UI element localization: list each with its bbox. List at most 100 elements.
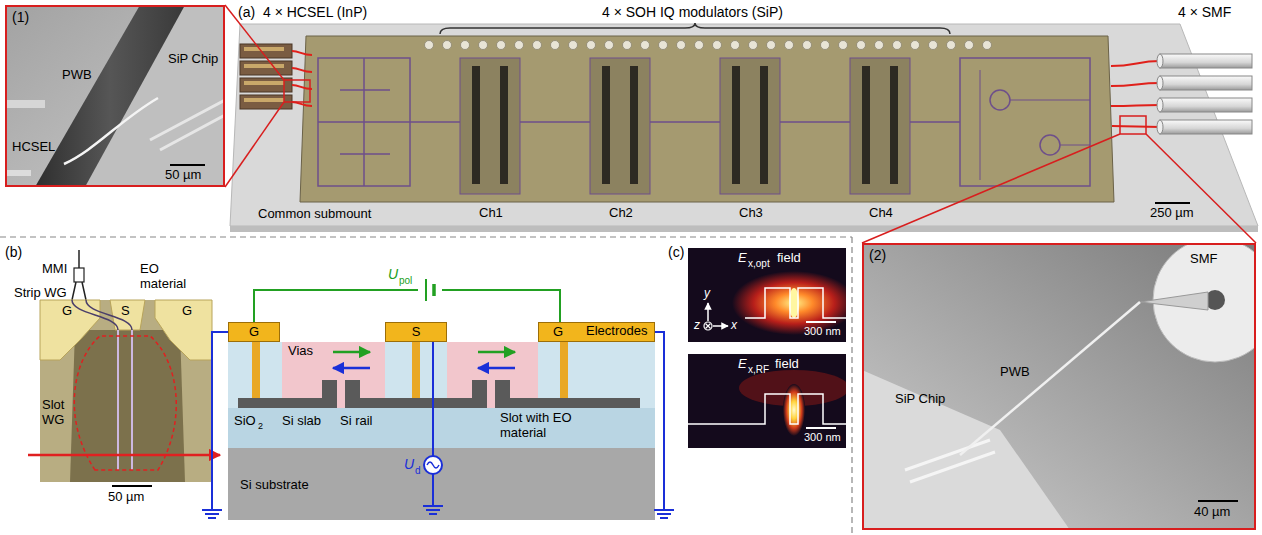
material-subscript: 2: [258, 421, 263, 431]
sem-fiber-inset: [905, 440, 995, 482]
iq-modulator: [630, 66, 638, 184]
single-mode-fiber: [1157, 120, 1163, 134]
modulator-micrograph: [74, 336, 176, 470]
iq-modulator: [862, 66, 870, 184]
scale-label: 50 µm: [165, 168, 201, 183]
field-symbol: E: [738, 251, 747, 266]
modulator-micrograph: [117, 330, 119, 470]
field-title: field: [775, 357, 799, 372]
modulator-micrograph: [74, 268, 84, 282]
scale-label: 40 µm: [1194, 505, 1230, 520]
transmitter-assembly: [230, 24, 1258, 226]
transmitter-assembly: [230, 226, 1258, 232]
voltage-symbol: U: [388, 266, 398, 282]
modulator-micrograph: [78, 250, 80, 268]
sem-laser-inset: [35, 5, 185, 187]
scale-label: 300 nm: [804, 325, 841, 338]
part-label: SiP Chip: [168, 52, 218, 67]
panel-divider: [0, 236, 852, 237]
poling-source: [425, 279, 427, 301]
drive-circuit: [432, 474, 434, 506]
node-text: (1): [12, 9, 29, 25]
callout-frame: [1146, 134, 1256, 243]
electrode: S: [385, 322, 447, 342]
field-subscript: x,opt: [748, 258, 770, 270]
photonic-wire-bond: [292, 51, 1160, 127]
sem-fiber-inset: [960, 302, 1140, 455]
field-title: field: [777, 251, 801, 266]
cross-section: [510, 398, 640, 408]
drive-circuit: [202, 510, 222, 518]
photonic-wire-bond: [1111, 61, 1160, 127]
iq-modulator: [732, 66, 740, 184]
poling-wire: [254, 290, 560, 322]
poling-source: [432, 284, 436, 296]
node-text: (2): [869, 247, 886, 263]
laser-chip: [244, 47, 284, 51]
single-mode-fiber: [1160, 76, 1252, 90]
panel-divider: [0, 237, 852, 535]
part-label: Si slab: [282, 414, 321, 429]
voltage-subscript: pol: [399, 275, 412, 287]
laser-chip: [244, 81, 284, 85]
callout-frame: [1120, 116, 1146, 134]
optical-field-plot: [706, 324, 711, 329]
part-label: SMF: [1190, 252, 1217, 267]
modulator-micrograph: [72, 282, 86, 300]
sem-laser-inset: [5, 5, 225, 187]
optical-field-plot: [713, 325, 728, 327]
iq-modulator: [850, 58, 910, 194]
voltage-symbol: U: [404, 456, 414, 472]
optical-field-plot: [745, 288, 846, 318]
part-label: SiP Chip: [895, 392, 945, 407]
channel-label: Ch4: [869, 206, 893, 221]
pad-label: S: [121, 304, 130, 319]
material-label: SiO: [234, 414, 256, 429]
optical-field-plot: [806, 321, 836, 323]
rf-field-plot: [688, 354, 846, 448]
iq-modulator: [760, 66, 768, 184]
field-subscript: x,RF: [748, 364, 769, 376]
cross-section: [345, 380, 360, 408]
cross-section: [487, 380, 495, 408]
iq-modulator: [500, 66, 508, 184]
sem-laser-inset: [5, 170, 31, 176]
drive-circuit: [427, 462, 439, 468]
scale-label: 50 µm: [108, 490, 144, 505]
modulator-micrograph: [131, 330, 133, 470]
silicon-photonic-chip: [960, 58, 1090, 186]
drive-circuit: [202, 332, 674, 518]
pad-label: G: [182, 304, 192, 319]
rf-field-plot: [688, 394, 846, 424]
silicon-photonic-chip: [990, 90, 1010, 110]
callout-frame: [225, 5, 1256, 243]
part-label: MMI: [42, 262, 67, 277]
laser-chip: [240, 44, 292, 58]
single-mode-fiber: [1157, 76, 1163, 90]
channel-label: Ch2: [609, 206, 633, 221]
drive-circuit: [655, 332, 664, 510]
part-label: Slot with EO material: [500, 411, 600, 441]
channel-label: Ch1: [479, 206, 503, 221]
panel-divider: [851, 237, 852, 535]
iq-modulator: [472, 66, 480, 184]
channel-label: Ch3: [739, 206, 763, 221]
sem-laser-inset: [150, 100, 225, 150]
modulator-micrograph: [155, 300, 212, 360]
iq-modulator: [460, 58, 520, 194]
drive-circuit: [423, 506, 443, 514]
cross-section: [238, 398, 322, 408]
drive-circuit: [212, 332, 228, 510]
node-text: S: [412, 323, 421, 341]
single-mode-fiber: [1160, 54, 1252, 68]
single-mode-fiber: [1160, 120, 1252, 134]
cross-section: [472, 380, 487, 408]
material-label: Si substrate: [240, 478, 309, 493]
part-label: Slot WG: [42, 398, 74, 428]
voltage-subscript: d: [415, 465, 421, 477]
single-mode-fiber: [1157, 98, 1163, 112]
callout-frame: [862, 134, 1120, 243]
